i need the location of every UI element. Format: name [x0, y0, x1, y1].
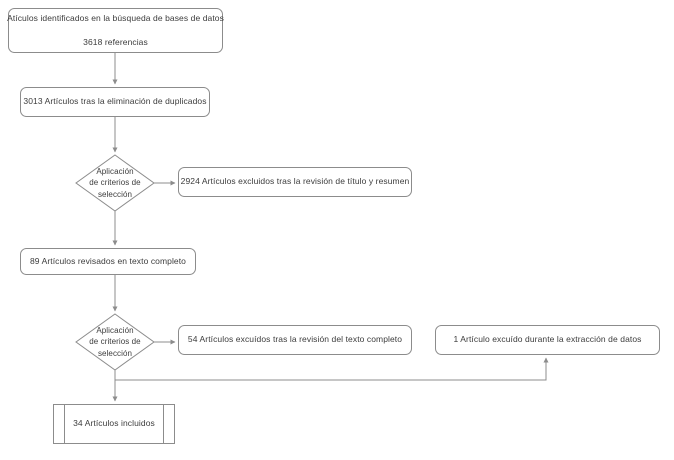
node-excluded-extraction-shape: [435, 325, 660, 355]
node-excluded-title-abstract[interactable]: [178, 167, 412, 197]
node-excluded-full-text[interactable]: [178, 325, 412, 355]
node-excluded-full-text-shape: [178, 325, 412, 355]
node-identified-shape: [8, 8, 223, 53]
edge-eligibility-to-excluded-extraction: [114, 357, 549, 381]
node-included-shape: [53, 404, 175, 444]
node-identified[interactable]: [8, 8, 223, 53]
node-deduplicated[interactable]: [20, 87, 210, 117]
node-included[interactable]: [53, 404, 175, 444]
node-eligibility-criteria[interactable]: [76, 314, 154, 370]
node-full-text-reviewed[interactable]: [20, 248, 196, 275]
node-excluded-extraction[interactable]: [435, 325, 660, 355]
node-screening-criteria[interactable]: [76, 155, 154, 211]
node-excluded-title-abstract-shape: [178, 167, 412, 197]
node-deduplicated-shape: [20, 87, 210, 117]
node-full-text-reviewed-shape: [20, 248, 196, 275]
